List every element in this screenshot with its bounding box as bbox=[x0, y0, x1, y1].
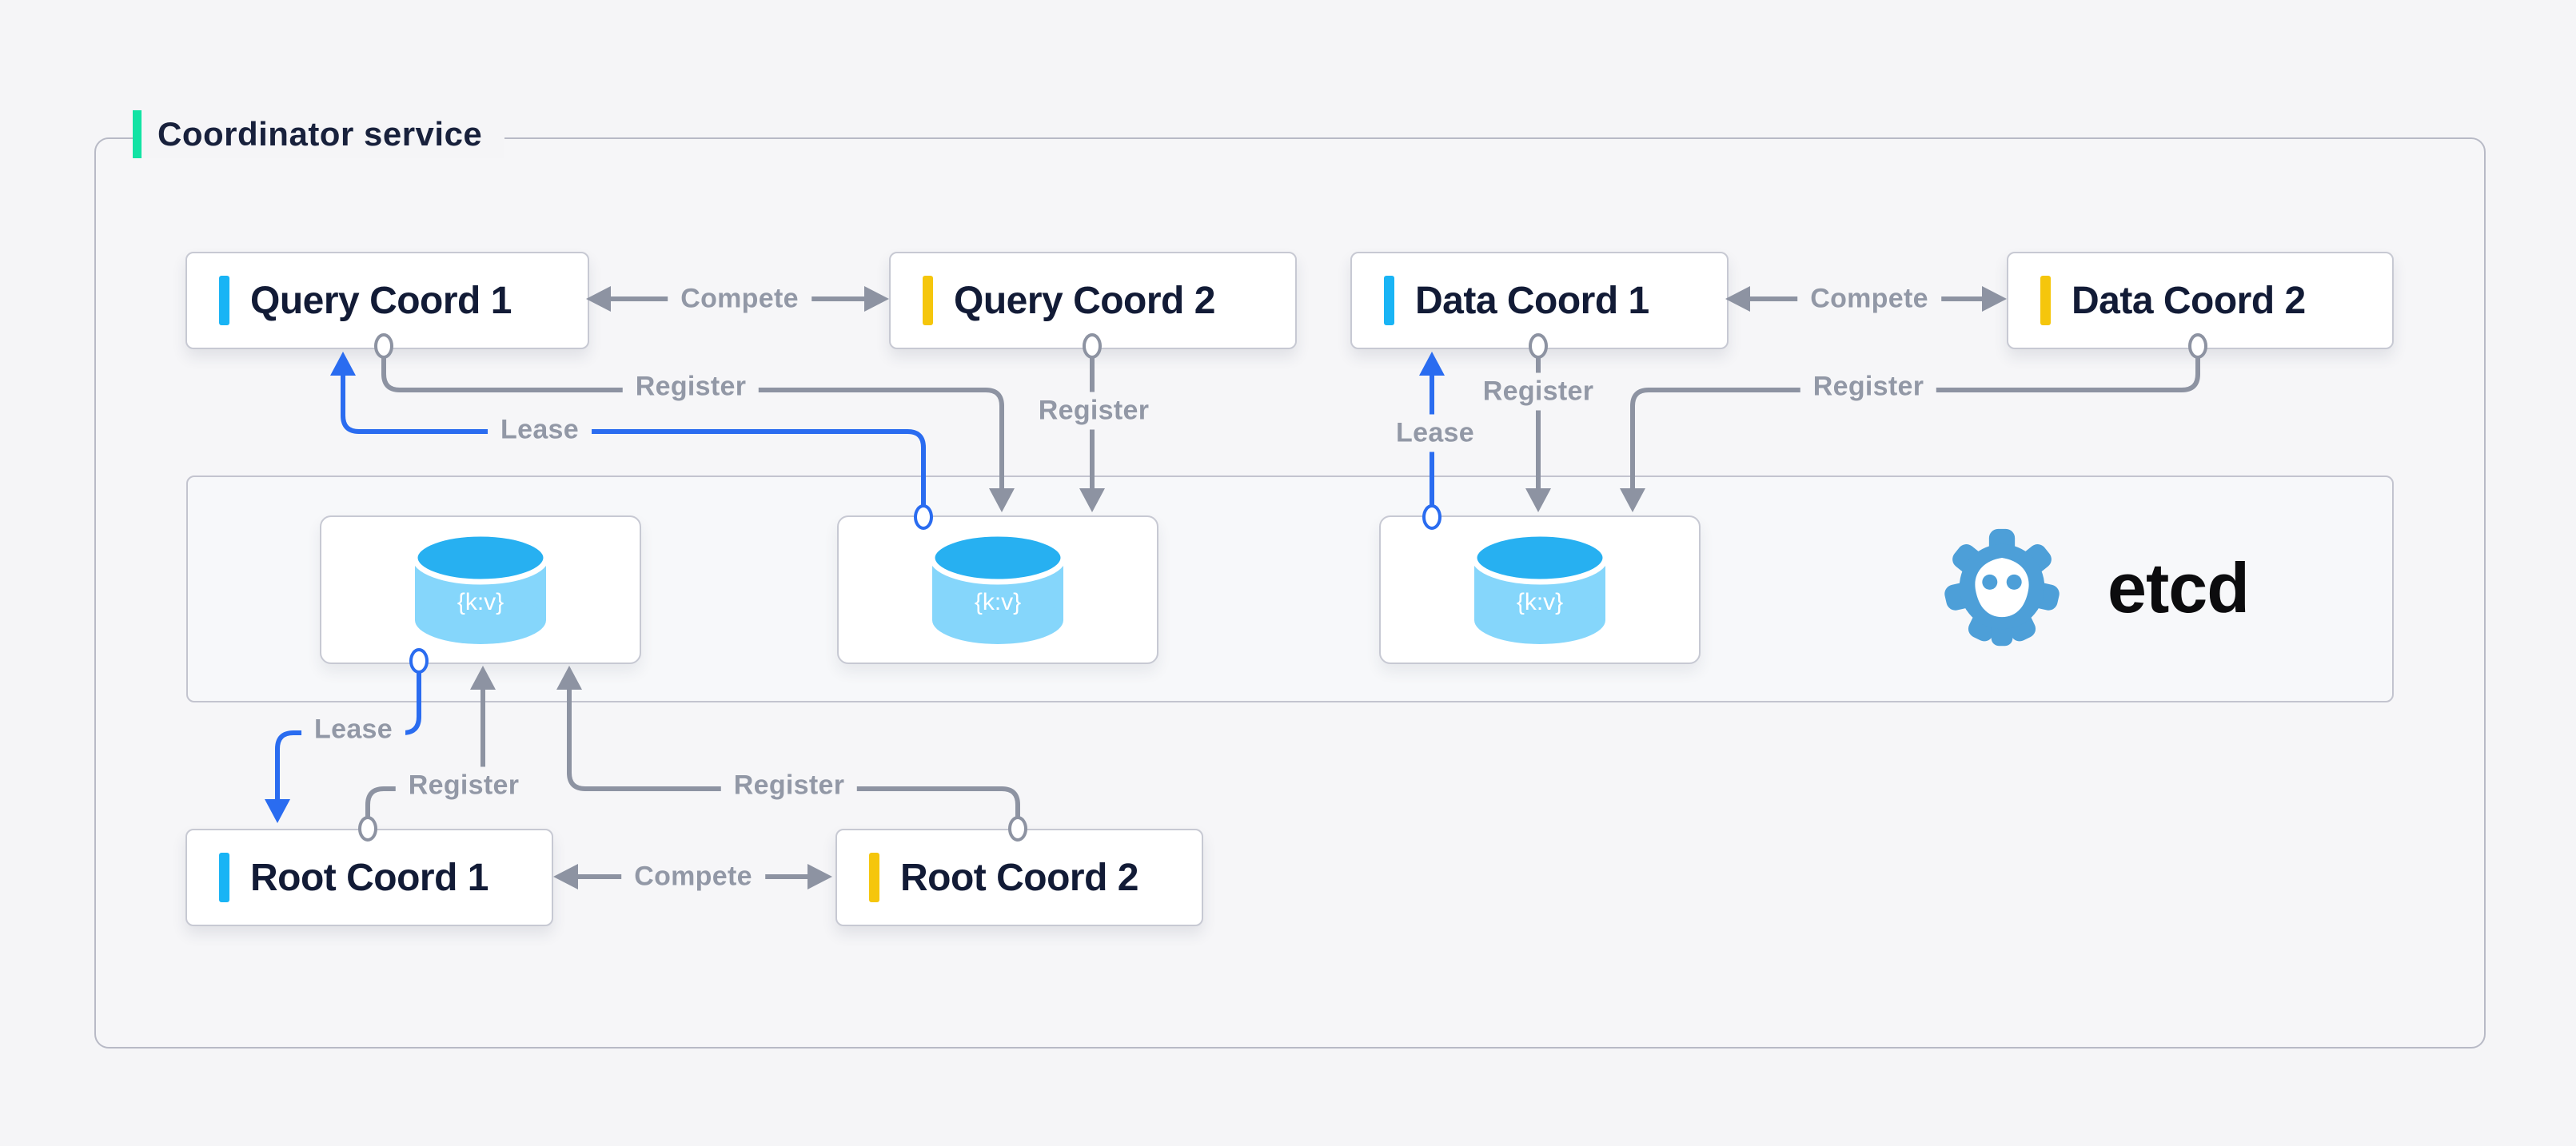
accent-bar bbox=[219, 276, 229, 325]
node-label: Query Coord 1 bbox=[250, 279, 512, 322]
kv-store-card-2: {k:v} bbox=[837, 515, 1158, 664]
title-text: Coordinator service bbox=[158, 115, 483, 153]
diagram-title: Coordinator service bbox=[133, 110, 505, 158]
accent-bar bbox=[869, 853, 879, 902]
accent-bar bbox=[2040, 276, 2051, 325]
node-data-coord-1: Data Coord 1 bbox=[1350, 252, 1729, 349]
edge-label-compete-root: Compete bbox=[621, 858, 765, 896]
kv-text: {k:v} bbox=[975, 589, 1021, 615]
kv-cylinder-icon: {k:v} bbox=[412, 531, 549, 644]
kv-cylinder-icon: {k:v} bbox=[929, 531, 1067, 644]
node-root-coord-2: Root Coord 2 bbox=[835, 829, 1203, 926]
edge-label-compete-data: Compete bbox=[1797, 280, 1941, 318]
edge-label-register-dc1: Register bbox=[1469, 372, 1607, 411]
node-data-coord-2: Data Coord 2 bbox=[2007, 252, 2394, 349]
kv-text: {k:v} bbox=[1517, 589, 1563, 615]
kv-cylinder-icon: {k:v} bbox=[1471, 531, 1609, 644]
cylinder-top bbox=[929, 531, 1067, 585]
kv-store-card-3: {k:v} bbox=[1379, 515, 1701, 664]
edge-label-register-qc2: Register bbox=[1025, 392, 1162, 430]
cylinder-bottom bbox=[932, 596, 1063, 644]
cylinder-top bbox=[1471, 531, 1609, 585]
node-label: Root Coord 2 bbox=[900, 856, 1138, 899]
node-root-coord-1: Root Coord 1 bbox=[185, 829, 553, 926]
node-label: Root Coord 1 bbox=[250, 856, 488, 899]
title-accent-bar bbox=[133, 110, 142, 158]
edge-label-lease-qc1: Lease bbox=[488, 411, 592, 449]
cylinder-bottom bbox=[1474, 596, 1605, 644]
cylinder-top bbox=[412, 531, 549, 585]
node-label: Query Coord 2 bbox=[954, 279, 1215, 322]
edge-label-register-rc1: Register bbox=[395, 766, 532, 805]
accent-bar bbox=[923, 276, 933, 325]
edge-label-lease-rc1: Lease bbox=[301, 710, 405, 749]
edge-label-register-qc1: Register bbox=[622, 368, 760, 406]
etcd-label: etcd bbox=[2107, 548, 2250, 627]
etcd-logo-icon bbox=[1941, 527, 2063, 653]
edge-label-register-dc2: Register bbox=[1800, 368, 1937, 406]
cylinder-bottom bbox=[415, 596, 546, 644]
node-label: Data Coord 1 bbox=[1415, 279, 1649, 322]
kv-store-card-1: {k:v} bbox=[320, 515, 641, 664]
accent-bar bbox=[219, 853, 229, 902]
edge-label-lease-dc1: Lease bbox=[1383, 414, 1487, 452]
node-query-coord-2: Query Coord 2 bbox=[889, 252, 1297, 349]
node-label: Data Coord 2 bbox=[2072, 279, 2306, 322]
accent-bar bbox=[1384, 276, 1394, 325]
edge-label-register-rc2: Register bbox=[720, 766, 858, 805]
kv-text: {k:v} bbox=[457, 589, 504, 615]
node-query-coord-1: Query Coord 1 bbox=[185, 252, 589, 349]
edge-label-compete-query: Compete bbox=[668, 280, 811, 318]
